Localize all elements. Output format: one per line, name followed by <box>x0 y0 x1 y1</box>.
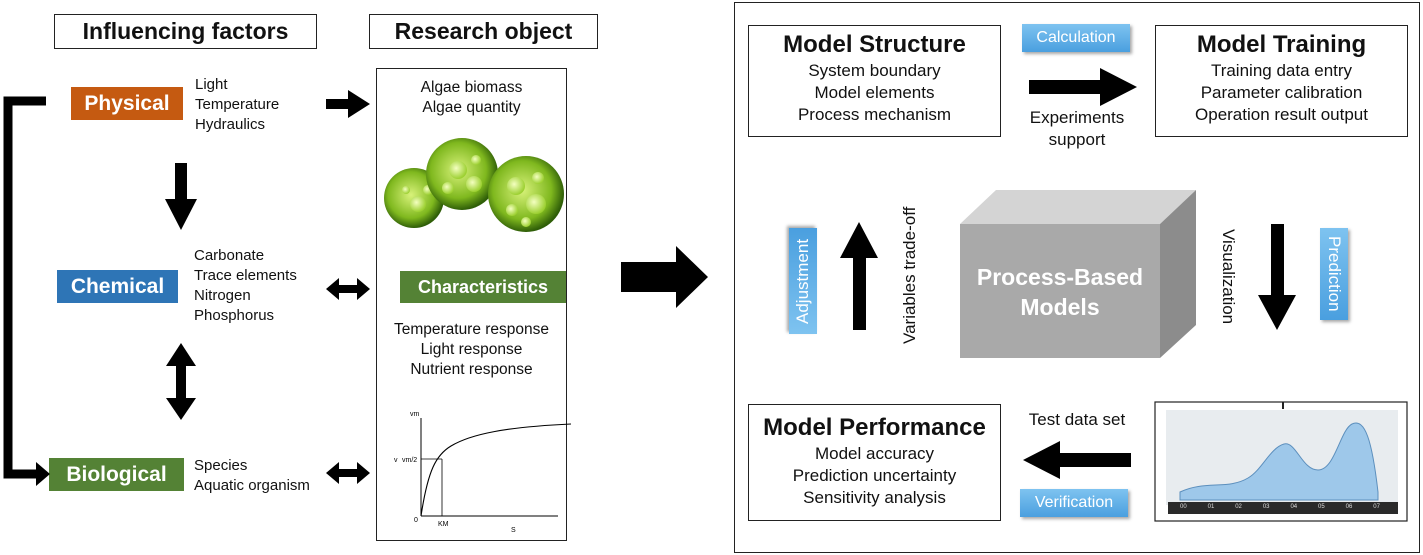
model-performance-line: Model accuracy <box>814 444 935 463</box>
physical-label: Physical <box>84 91 170 115</box>
verification-label: Verification <box>1034 494 1114 511</box>
model-performance-box: Model Performance Model accuracy Predict… <box>748 404 1001 521</box>
model-training-line: Operation result output <box>1195 105 1368 124</box>
model-structure-line: Model elements <box>814 83 935 102</box>
biological-item: Aquatic organism <box>194 477 310 494</box>
physical-item: Temperature <box>195 96 280 113</box>
chemical-item: Phosphorus <box>194 307 275 324</box>
model-structure-title: Model Structure <box>783 31 966 58</box>
physical-factor-tag: Physical <box>71 87 183 120</box>
nutrient-response-text: Nutrient response <box>410 361 533 378</box>
arrow-to-model-panel <box>621 246 708 308</box>
biological-item: Species <box>194 457 248 474</box>
arrow-adjustment-up <box>840 222 878 330</box>
process-based-models-label: Process-Based Models <box>960 262 1160 322</box>
process-based-text: Process-Based <box>976 264 1144 290</box>
visualization-label: Visualization <box>1218 212 1238 342</box>
double-arrow-biological-research <box>326 462 370 484</box>
model-performance-line: Sensitivity analysis <box>803 488 946 507</box>
algae-illustration <box>384 138 564 232</box>
model-training-box: Model Training Training data entry Param… <box>1155 25 1408 137</box>
arrow-test-to-performance <box>1023 441 1131 479</box>
research-object-label: Research object <box>394 18 573 44</box>
model-training-line: Parameter calibration <box>1200 83 1363 102</box>
model-training-line: Training data entry <box>1210 61 1353 80</box>
temperature-response-text: Temperature response <box>393 321 550 338</box>
chemical-item: Trace elements <box>194 267 297 284</box>
model-performance-title: Model Performance <box>763 414 986 441</box>
v-axis-label: v <box>394 457 398 464</box>
chart-tick: 03 <box>1262 504 1270 510</box>
chart-tick: 07 <box>1373 504 1380 510</box>
chart-tick: 04 <box>1290 504 1298 510</box>
double-arrow-chemical-research <box>326 278 370 300</box>
experiments-support-label: Experiments support <box>1017 107 1137 151</box>
biological-items: Species Aquatic organism <box>194 456 310 496</box>
process-based-models-cube <box>960 190 1196 358</box>
response-list: Temperature response Light response Nutr… <box>376 320 567 380</box>
chemical-items: Carbonate Trace elements Nitrogen Phosph… <box>194 246 297 326</box>
chemical-item: Nitrogen <box>194 287 251 304</box>
calculation-label: Calculation <box>1036 29 1116 46</box>
biological-label: Biological <box>66 462 167 486</box>
prediction-label: Prediction <box>1325 236 1344 312</box>
physical-items: Light Temperature Hydraulics <box>195 75 279 135</box>
half-vm-label: vm/2 <box>402 457 417 464</box>
algae-quantity-text: Algae quantity <box>422 99 521 116</box>
visualization-text: Visualization <box>1219 229 1238 325</box>
algae-cell-right <box>488 156 564 232</box>
double-arrow-chemical-biological <box>166 343 196 420</box>
chemical-label: Chemical <box>70 274 165 298</box>
model-training-title: Model Training <box>1196 31 1367 58</box>
model-performance-line: Prediction uncertainty <box>792 466 957 485</box>
chart-tick: 00 <box>1180 504 1187 510</box>
arrow-physical-research <box>326 90 370 118</box>
influencing-factors-header: Influencing factors <box>54 14 317 49</box>
verification-tag: Verification <box>1020 489 1128 517</box>
km-label: KM <box>438 521 449 528</box>
characteristics-tag: Characteristics <box>400 271 566 303</box>
physical-item: Light <box>195 76 228 93</box>
experiments-text: Experiments <box>1029 108 1125 127</box>
chemical-item: Carbonate <box>194 247 265 264</box>
zero-label: 0 <box>414 517 418 524</box>
research-object-header: Research object <box>369 14 598 49</box>
model-structure-box: Model Structure System boundary Model el… <box>748 25 1001 137</box>
model-structure-line: Process mechanism <box>797 105 952 124</box>
feedback-bracket-arrowhead <box>36 462 50 486</box>
algae-description: Algae biomass Algae quantity <box>376 78 567 118</box>
calculation-tag: Calculation <box>1022 24 1130 52</box>
test-data-chart-ticks: 00 01 02 03 04 05 06 07 <box>1180 504 1380 514</box>
light-response-text: Light response <box>420 341 523 358</box>
model-structure-line: System boundary <box>808 61 941 80</box>
chart-tick: 01 <box>1207 504 1215 510</box>
physical-item: Hydraulics <box>195 116 266 133</box>
support-text: support <box>1048 130 1106 149</box>
influencing-factors-label: Influencing factors <box>82 18 289 44</box>
chart-tick: 05 <box>1318 504 1325 510</box>
algae-cell-middle <box>426 138 498 210</box>
arrow-prediction-down <box>1258 224 1296 330</box>
arrow-structure-to-training <box>1029 68 1137 106</box>
chart-tick: 06 <box>1345 504 1353 510</box>
chart-tick: 02 <box>1235 504 1242 510</box>
models-text: Models <box>1020 294 1100 320</box>
feedback-bracket <box>3 96 46 479</box>
test-data-label: Test data set <box>1028 410 1126 429</box>
vm-axis-label: vm <box>410 411 420 418</box>
characteristics-label: Characteristics <box>417 276 549 297</box>
test-data-chart <box>1154 401 1408 522</box>
s-axis-label: S <box>511 527 516 534</box>
chemical-factor-tag: Chemical <box>57 270 178 303</box>
saturation-curve-plot: vm v vm/2 0 KM S <box>394 411 572 534</box>
algae-biomass-text: Algae biomass <box>420 79 523 96</box>
saturation-curve <box>420 423 572 517</box>
prediction-tag: Prediction <box>1320 228 1348 320</box>
test-data-area <box>1179 422 1379 501</box>
down-arrow-physical-chemical <box>165 163 197 230</box>
biological-factor-tag: Biological <box>49 458 184 491</box>
